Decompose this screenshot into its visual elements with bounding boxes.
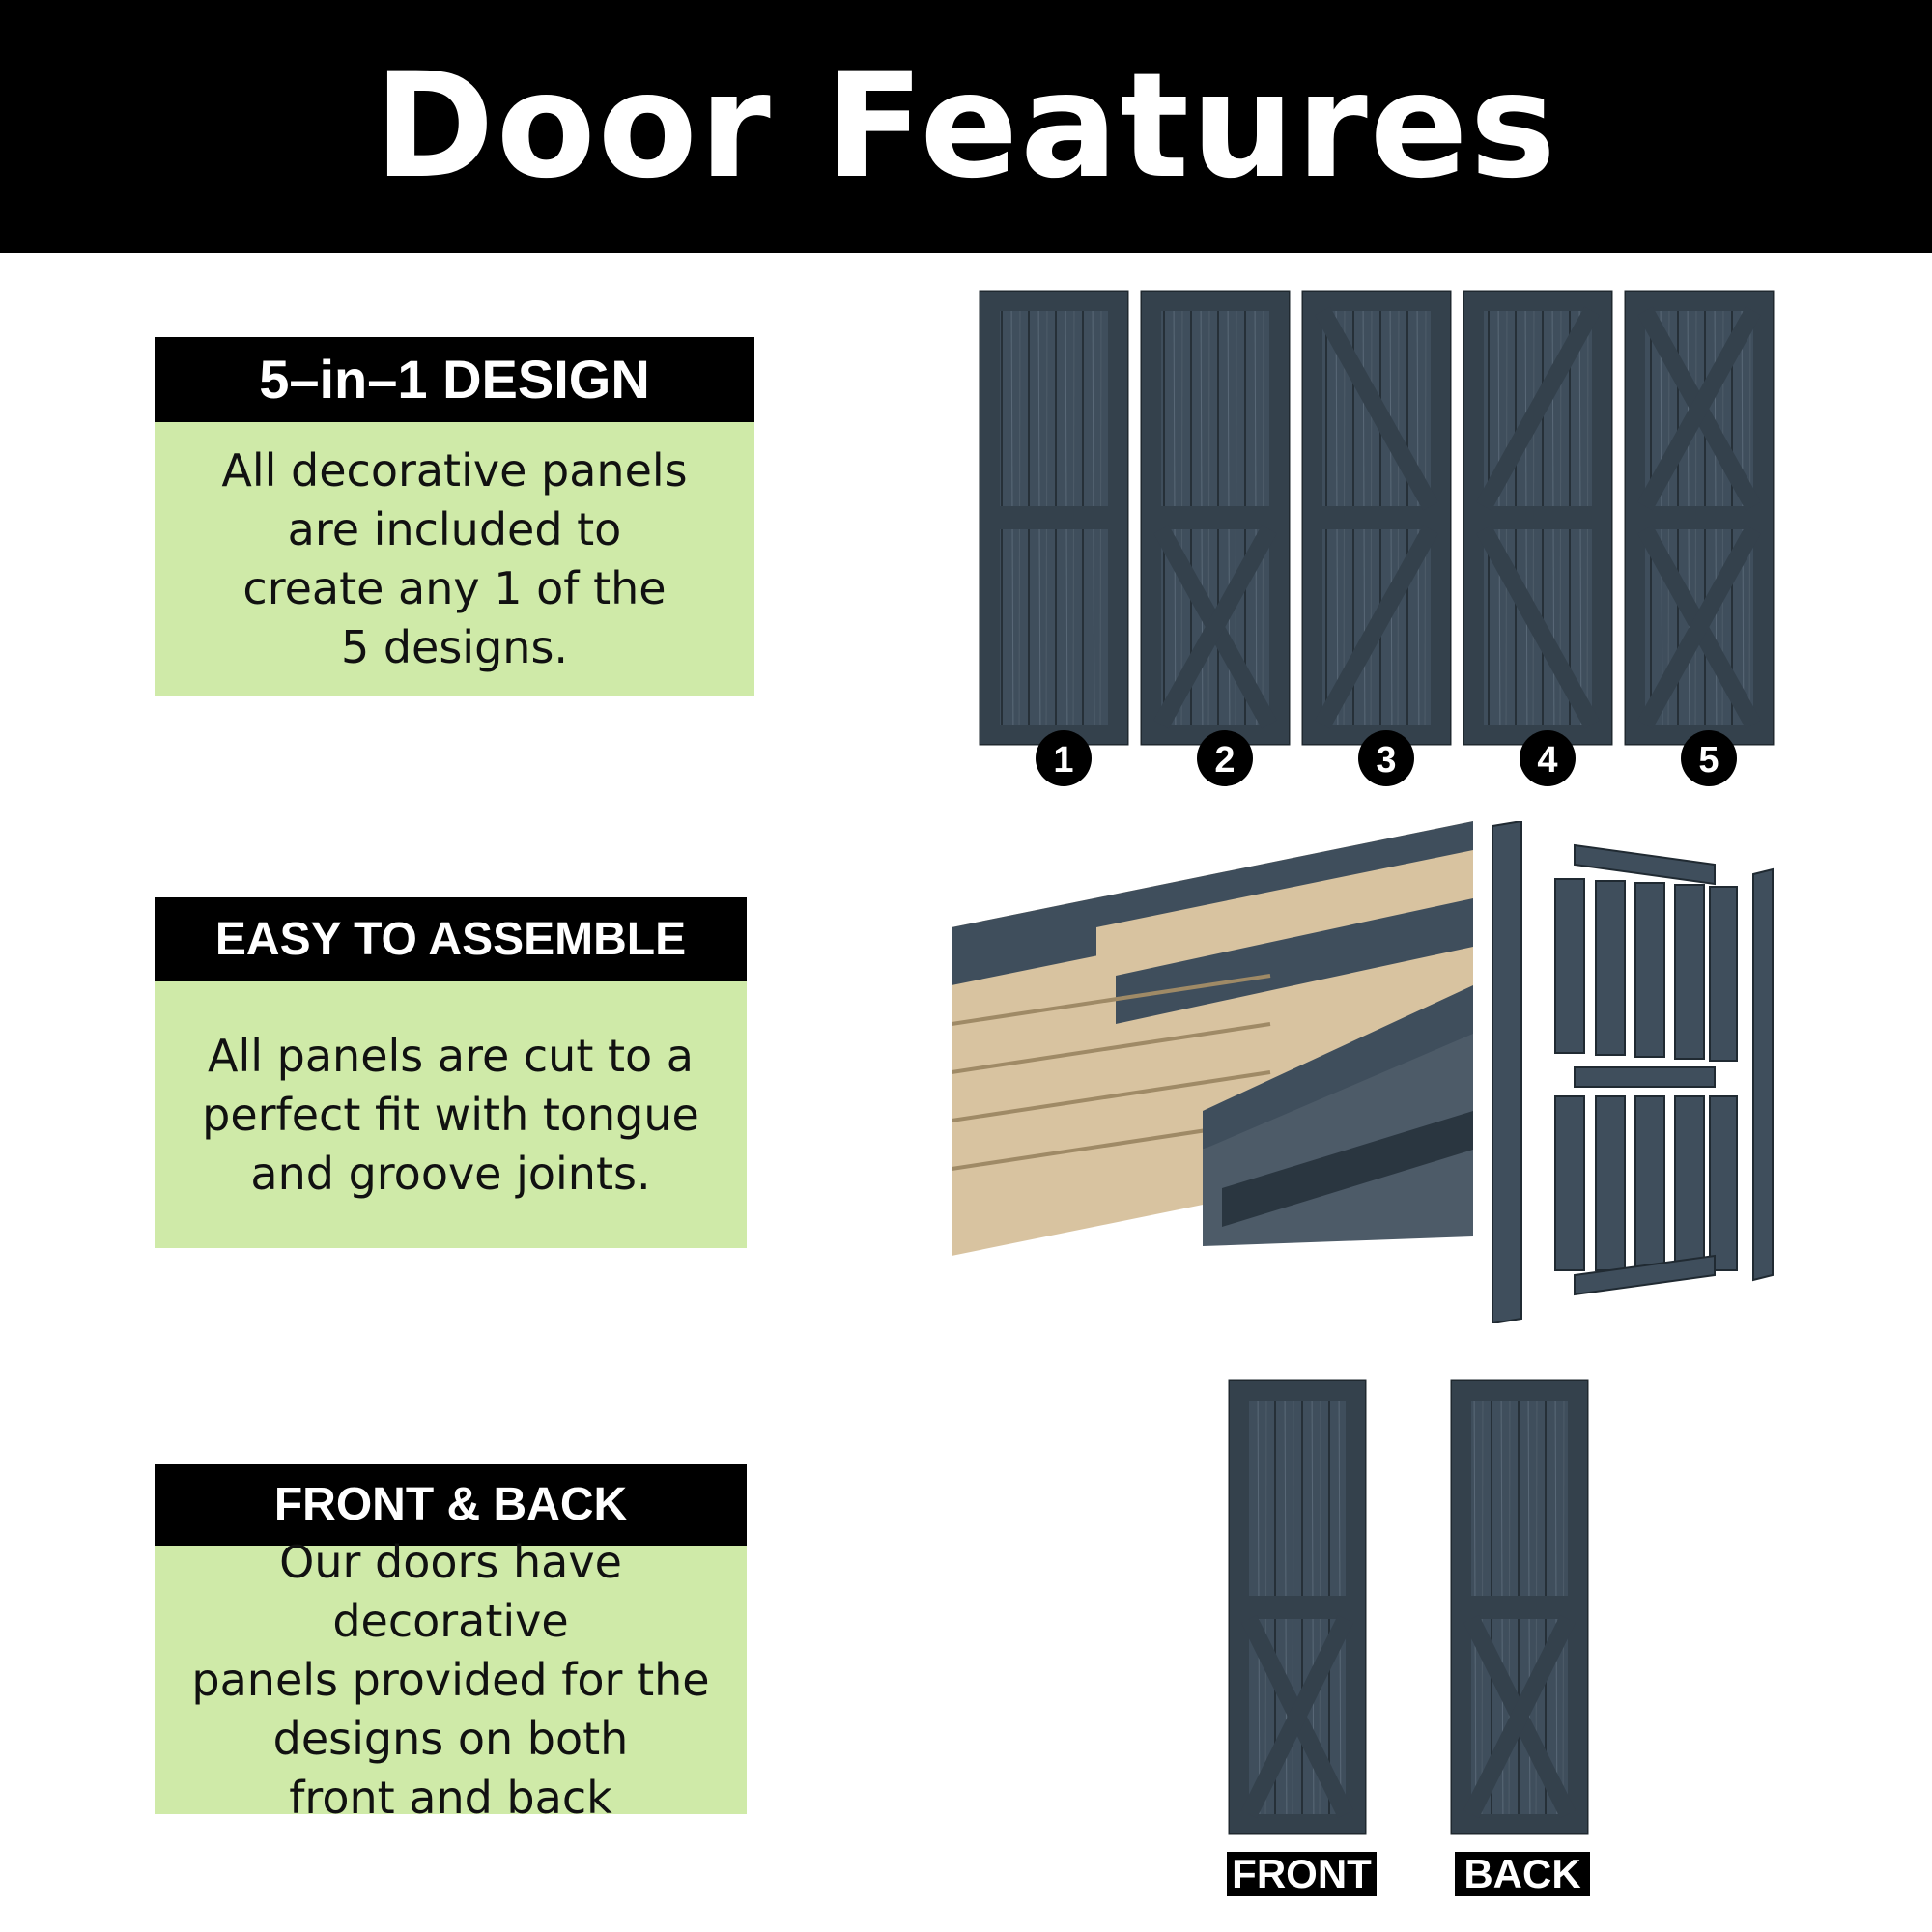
feature-text-line: front and back (289, 1771, 612, 1824)
door (1624, 290, 1775, 746)
exploded-parts (1492, 821, 1774, 1323)
door (1140, 290, 1291, 746)
assembly-kit-graphic (952, 821, 1774, 1323)
feature-text-line: Our doors have decorative (279, 1535, 622, 1647)
door (1228, 1379, 1367, 1835)
design-number: 5 (1698, 740, 1719, 781)
door (1463, 290, 1613, 746)
back-label: BACK (1455, 1852, 1590, 1896)
feature-text-line: All panels are cut to a (208, 1029, 694, 1082)
door (1450, 1379, 1589, 1835)
design-number: 2 (1214, 740, 1235, 781)
feature-text-line: All decorative panels (221, 444, 688, 497)
title-banner: Door Features (0, 0, 1932, 253)
feature-front-back: FRONT & BACK Our doors have decorative p… (155, 1464, 747, 1824)
feature-body: Our doors have decorative panels provide… (155, 1536, 747, 1824)
feature-heading: FRONT & BACK (155, 1464, 747, 1546)
design-number-badge (1520, 730, 1576, 786)
feature-body: All panels are cut to a perfect fit with… (155, 981, 747, 1248)
design-number-badge (1358, 730, 1414, 786)
feature-heading: 5–in–1 DESIGN (155, 337, 754, 422)
feature-text-line: create any 1 of the (242, 562, 667, 614)
design-number-badge (1197, 730, 1253, 786)
design-number: 3 (1376, 740, 1396, 781)
feature-text-line: perfect fit with tongue (202, 1088, 699, 1141)
design-number: 4 (1537, 740, 1557, 781)
door (1301, 290, 1452, 746)
door (979, 290, 1129, 746)
front-back-graphic (1228, 1379, 1589, 1835)
feature-body: All decorative panels are included to cr… (155, 422, 754, 696)
board-stack (952, 821, 1473, 1256)
design-number: 1 (1053, 740, 1073, 781)
feature-5in1: 5–in–1 DESIGN All decorative panels are … (155, 337, 754, 696)
door-designs-graphic: 1 2 3 4 5 (979, 290, 1775, 786)
feature-text-line: and groove joints. (250, 1147, 651, 1200)
front-label: FRONT (1227, 1852, 1377, 1896)
feature-text-line: panels provided for the (191, 1653, 710, 1706)
feature-text-line: designs on both (272, 1712, 629, 1765)
feature-text-line: are included to (287, 503, 622, 555)
feature-easy-assemble: EASY TO ASSEMBLE All panels are cut to a… (155, 897, 747, 1248)
feature-text-line: 5 designs. (340, 621, 569, 673)
feature-heading: EASY TO ASSEMBLE (155, 897, 747, 981)
design-number-badge (1036, 730, 1092, 786)
design-number-badge (1681, 730, 1737, 786)
page-title: Door Features (374, 43, 1558, 211)
